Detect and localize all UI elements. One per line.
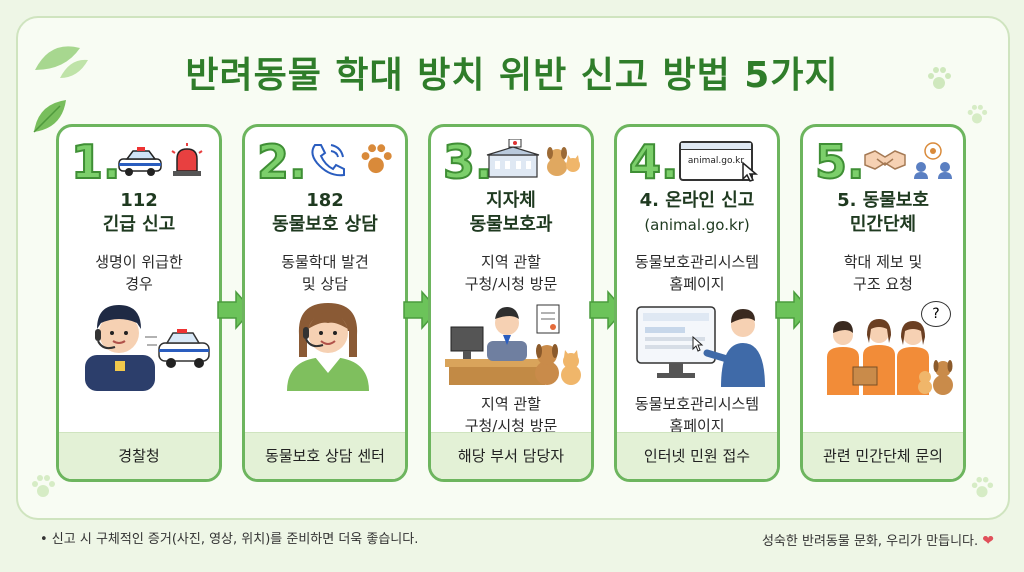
step-extra-description: 지역 관할 구청/시청 방문 — [431, 393, 591, 437]
paw-decoration-bottom-left — [32, 475, 55, 497]
handshake-icon — [864, 150, 906, 170]
heart-icon: ❤ — [982, 533, 994, 549]
heading-line: 긴급 신고 — [102, 214, 176, 235]
paw-decoration-top-right — [928, 67, 951, 89]
description-line: 동물보호관리시스템 — [634, 253, 760, 271]
heading-line: 5. 동물보호 — [837, 190, 929, 211]
step-description: 학대 제보 및 구조 요청 — [803, 251, 963, 295]
step-card-2: 2. 182 동물보호 상담 동물학대 발견 및 상담 동물보호 상담 센터 — [242, 124, 408, 482]
description-line: 홈페이지 — [669, 275, 725, 293]
siren-icon — [171, 143, 203, 176]
paw-icon — [361, 144, 392, 174]
page-title: 반려동물 학대 방치 위반 신고 방법 5가지 — [185, 55, 839, 96]
volunteers-illustration — [827, 319, 953, 395]
step-footer: 관련 민간단체 문의 — [803, 432, 963, 479]
question-bubble: ? — [921, 301, 951, 327]
description-line: 학대 제보 및 — [843, 253, 923, 271]
step-heading: 지자체 동물보호과 — [431, 189, 591, 237]
leaf-decoration-left — [33, 100, 66, 133]
step-description: 생명이 위급한 경우 — [59, 251, 219, 295]
counselor-illustration — [287, 303, 369, 391]
description-line: 구청/시청 방문 — [464, 417, 558, 435]
community-icon — [914, 142, 952, 179]
pets-icon — [547, 147, 580, 176]
heading-line: 민간단체 — [849, 214, 917, 235]
description-line: 구청/시청 방문 — [464, 275, 558, 293]
step-footer: 해당 부서 담당자 — [431, 432, 591, 479]
description-line: 생명이 위급한 — [95, 253, 183, 271]
heading-line: 동물보호과 — [469, 214, 553, 235]
paw-decoration-bottom-right — [971, 476, 994, 498]
step-heading: 4. 온라인 신고 (animal.go.kr) — [617, 189, 777, 237]
description-line: 구조 요청 — [853, 275, 913, 293]
leaf-decoration-top-left — [35, 46, 88, 78]
heading-line: 4. 온라인 신고 — [639, 190, 755, 211]
office-desk-illustration — [445, 304, 581, 385]
step-description: 동물보호관리시스템 홈페이지 — [617, 251, 777, 295]
step-footer: 경찰청 — [59, 432, 219, 479]
computer-user-illustration — [636, 306, 765, 387]
heading-line: 182 — [306, 190, 344, 211]
evidence-tip-note: • 신고 시 구체적인 증거(사진, 영상, 위치)를 준비하면 더욱 좋습니다… — [40, 532, 419, 547]
step-description: 지역 관할 구청/시청 방문 — [431, 251, 591, 295]
description-line: 동물학대 발견 — [281, 253, 369, 271]
description-line: 경우 — [125, 275, 153, 293]
step-heading: 5. 동물보호 민간단체 — [803, 189, 963, 237]
heading-line: (animal.go.kr) — [644, 216, 750, 234]
step-number: 4. — [628, 135, 680, 189]
step-card-1: 1. 112 긴급 신고 생명이 위급한 경우 경찰청 — [56, 124, 222, 482]
step-footer: 동물보호 상담 센터 — [245, 432, 405, 479]
description-line: 동물보호관리시스템 — [634, 395, 760, 413]
browser-url-text: animal.go.kr — [687, 156, 745, 166]
step-number: 1. — [70, 135, 122, 189]
step-card-3: 3. 지자체 동물보호과 지역 관할 구청/시청 방문 — [428, 124, 594, 482]
step-card-4: 4. animal.go.kr 4. 온라인 신고 (animal.go.kr)… — [614, 124, 780, 482]
step-number: 5. — [814, 135, 866, 189]
heading-line: 지자체 — [486, 190, 536, 211]
step-extra-description: 동물보호관리시스템 홈페이지 — [617, 393, 777, 437]
question-mark: ? — [932, 306, 940, 322]
slogan: 성숙한 반려동물 문화, 우리가 만듭니다. ❤ — [762, 530, 994, 549]
police-car-icon — [118, 147, 162, 176]
cursor-icon — [742, 161, 759, 182]
phone-icon — [311, 144, 345, 177]
description-line: 지역 관할 — [481, 253, 541, 271]
description-line: 지역 관할 — [481, 395, 541, 413]
description-line: 및 상담 — [301, 275, 349, 293]
step-number: 3. — [442, 135, 494, 189]
description-line: 홈페이지 — [669, 417, 725, 435]
heading-line: 동물보호 상담 — [272, 214, 378, 235]
city-hall-icon — [486, 139, 540, 178]
heading-line: 112 — [120, 190, 158, 211]
paw-decoration-right — [967, 104, 988, 124]
step-description: 동물학대 발견 및 상담 — [245, 251, 405, 295]
step-heading: 112 긴급 신고 — [59, 189, 219, 237]
slogan-text: 성숙한 반려동물 문화, 우리가 만듭니다. — [761, 534, 979, 549]
police-officer-illustration — [85, 305, 210, 391]
step-footer: 인터넷 민원 접수 — [617, 432, 777, 479]
step-card-5: 5. 5. 동물보호 민간단체 학대 제보 및 구조 요청 ? 관련 민간단체 … — [800, 124, 966, 482]
step-number: 2. — [256, 135, 308, 189]
browser-icon: animal.go.kr — [679, 141, 753, 181]
step-heading: 182 동물보호 상담 — [245, 189, 405, 237]
